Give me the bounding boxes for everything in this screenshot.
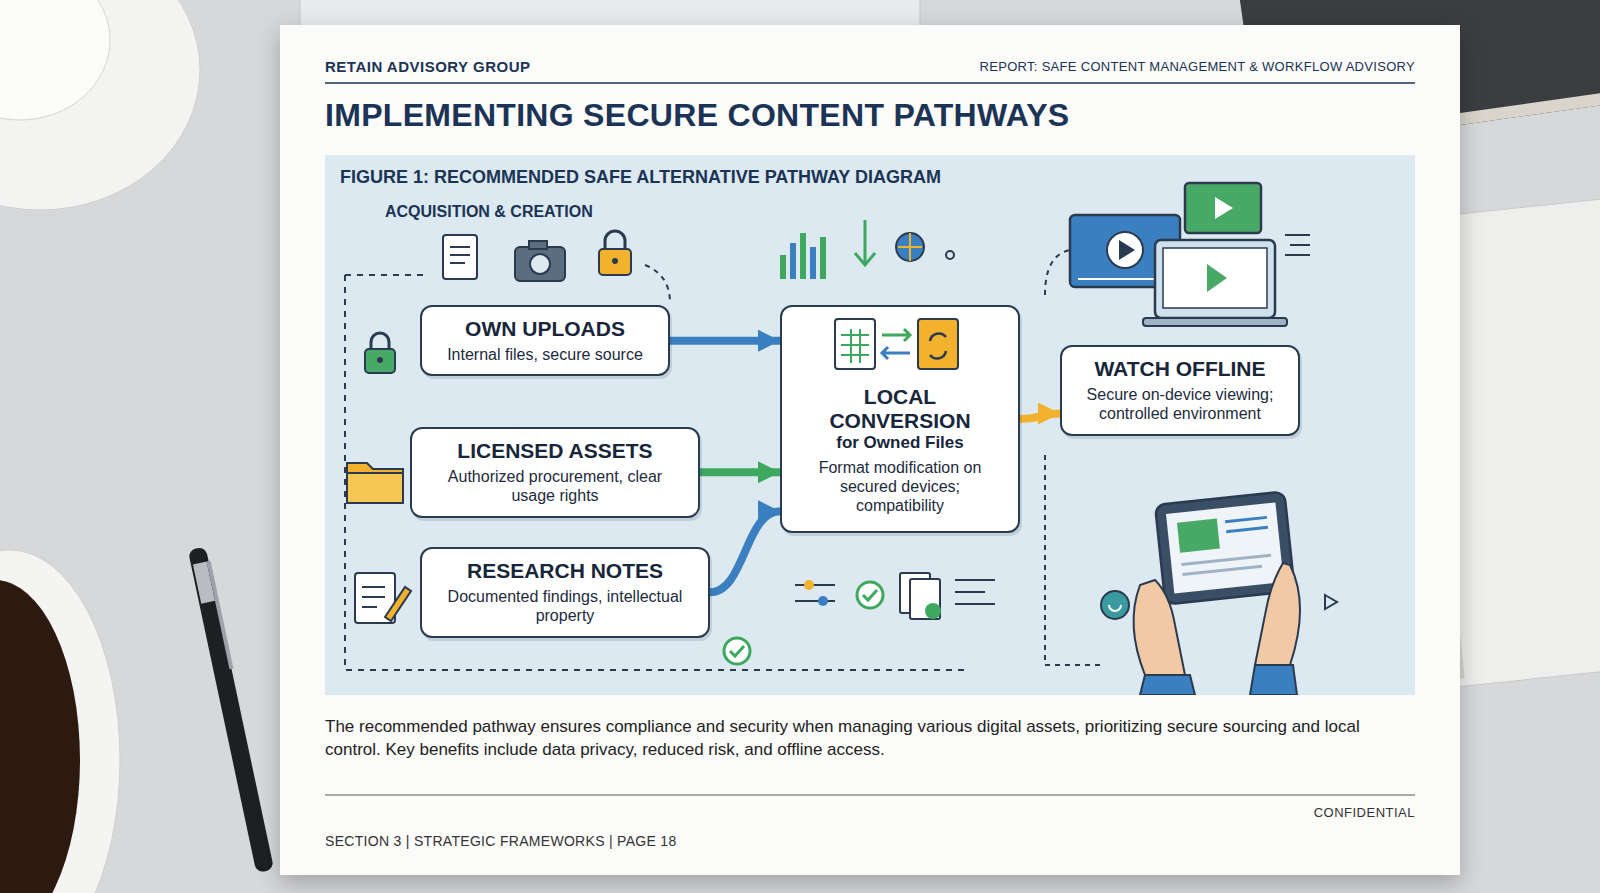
section-heading: ACQUISITION & CREATION <box>385 203 593 221</box>
flow-arrow <box>700 468 780 476</box>
conversion-icons <box>780 313 1020 379</box>
page-title: IMPLEMENTING SECURE CONTENT PATHWAYS <box>325 97 1069 134</box>
box-description: Documented findings, intellectual proper… <box>436 587 694 625</box>
process-box: OWN UPLOADS Internal files, secure source <box>420 305 670 376</box>
report-header: REPORT: SAFE CONTENT MANAGEMENT & WORKFL… <box>980 59 1415 74</box>
box-description: Authorized procurement, clear usage righ… <box>426 467 684 505</box>
report-page: FIGURE 1: RECOMMENDED SAFE ALTERNATIVE P… <box>280 25 1460 875</box>
box-description: Format modification on secured devices; … <box>796 458 1004 516</box>
process-box: RESEARCH NOTES Documented findings, intel… <box>420 547 710 638</box>
box-heading: LICENSED ASSETS <box>426 439 684 463</box>
process-box: LOCAL CONVERSIONfor Owned FilesFormat mo… <box>780 305 1020 533</box>
box-description: Secure on-device viewing; controlled env… <box>1076 385 1284 423</box>
figure-label: FIGURE 1: RECOMMENDED SAFE ALTERNATIVE P… <box>340 167 941 188</box>
figure-panel: FIGURE 1: RECOMMENDED SAFE ALTERNATIVE P… <box>325 155 1415 695</box>
confidential-mark: CONFIDENTIAL <box>1314 805 1415 820</box>
flow-arrow <box>670 337 780 345</box>
page-footer: SECTION 3 | STRATEGIC FRAMEWORKS | PAGE … <box>325 833 677 849</box>
box-heading: RESEARCH NOTES <box>436 559 694 583</box>
box-subheading: for Owned Files <box>796 433 1004 453</box>
figure-caption: The recommended pathway ensures complian… <box>325 715 1415 762</box>
box-heading: OWN UPLOADS <box>436 317 654 341</box>
box-heading: LOCAL CONVERSION <box>796 385 1004 433</box>
flow-arrow <box>710 511 780 592</box>
box-description: Internal files, secure source <box>436 345 654 364</box>
company-name: RETAIN ADVISORY GROUP <box>325 58 531 75</box>
flow-arrow <box>1020 414 1060 420</box>
box-heading: WATCH OFFLINE <box>1076 357 1284 381</box>
process-box: LICENSED ASSETS Authorized procurement, c… <box>410 427 700 518</box>
process-box: WATCH OFFLINE Secure on-device viewing; c… <box>1060 345 1300 436</box>
